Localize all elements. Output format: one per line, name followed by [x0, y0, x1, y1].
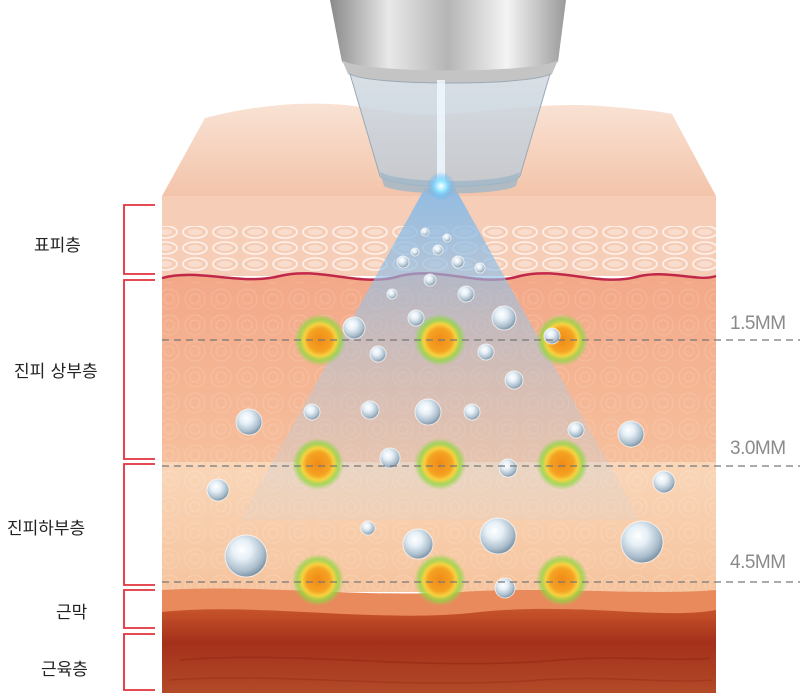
transducer-tip-glow: [427, 172, 455, 200]
handpiece-light-column: [437, 80, 445, 186]
label-depth-1-5mm: 1.5MM: [730, 313, 786, 334]
bubble: [414, 398, 442, 426]
handpiece-metal-body: [330, 0, 566, 71]
bubble: [420, 227, 430, 237]
muscle-area: [162, 608, 716, 693]
bubble: [463, 403, 481, 421]
focal-point: [414, 554, 466, 606]
ultrasound-handpiece: [330, 0, 566, 200]
bubble: [303, 403, 321, 421]
bubble: [543, 327, 561, 345]
bubble: [474, 262, 486, 274]
focal-point: [536, 554, 588, 606]
bracket-epidermis: [123, 204, 155, 275]
bubble: [235, 408, 263, 436]
bubble: [369, 345, 387, 363]
bubble: [620, 520, 664, 564]
bubble: [386, 288, 398, 300]
bubble: [479, 517, 517, 555]
bracket-upper-dermis: [123, 279, 155, 460]
bubble: [617, 420, 645, 448]
muscle-fiber: [169, 677, 713, 684]
bubble: [567, 421, 585, 439]
bubble: [491, 305, 517, 331]
layer-brackets: [123, 204, 155, 691]
bracket-muscle: [123, 633, 155, 691]
bubble: [457, 285, 475, 303]
bubble: [360, 400, 380, 420]
bubble: [477, 343, 495, 361]
bubble: [379, 447, 401, 469]
bubble: [432, 244, 444, 256]
focal-point: [536, 438, 588, 490]
bubble: [504, 370, 524, 390]
bubble: [206, 478, 230, 502]
label-depth-3-0mm: 3.0MM: [730, 438, 786, 459]
focal-point: [292, 438, 344, 490]
bubble: [360, 520, 376, 536]
label-epidermis: 표피층: [34, 236, 81, 256]
handpiece-metal-ring: [342, 60, 558, 83]
bubble: [342, 316, 366, 340]
label-lower-dermis: 진피하부층: [7, 519, 86, 539]
bubble: [396, 255, 410, 269]
bubble: [652, 470, 676, 494]
bracket-lower-dermis: [123, 463, 155, 586]
bubble: [494, 577, 516, 599]
bubbles: [206, 227, 676, 599]
focal-points: [292, 314, 588, 606]
bubble: [451, 255, 465, 269]
focal-point: [292, 554, 344, 606]
label-depth-4-5mm: 4.5MM: [730, 552, 786, 573]
bubble: [407, 309, 425, 327]
bubble: [423, 273, 437, 287]
muscle-fiber: [179, 656, 711, 665]
focal-point: [414, 438, 466, 490]
bubble: [442, 233, 452, 243]
handpiece-glass-tip: [349, 72, 551, 187]
bubble: [402, 528, 434, 560]
bubble: [498, 458, 518, 478]
bubble: [410, 247, 420, 257]
bracket-fascia: [123, 589, 155, 629]
label-upper-dermis: 진피 상부층: [14, 362, 98, 382]
label-fascia: 근막: [56, 603, 88, 623]
bubble: [224, 534, 268, 578]
label-muscle: 근육층: [41, 660, 88, 680]
